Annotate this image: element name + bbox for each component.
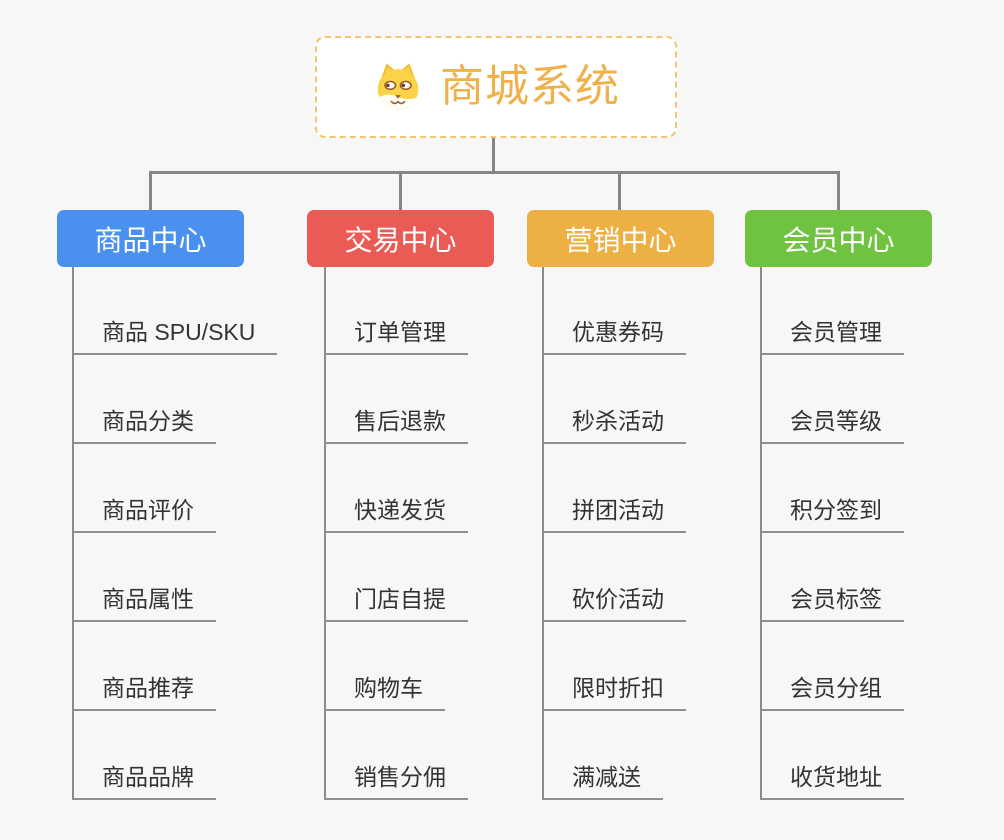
connector-drop [837, 171, 840, 211]
leaf-item[interactable]: 会员分组 [760, 673, 904, 711]
leaf-item[interactable]: 会员管理 [760, 317, 904, 355]
root-title: 商城系统 [440, 62, 620, 111]
leaf-item[interactable]: 销售分佣 [324, 762, 468, 800]
leaf-item[interactable]: 会员标签 [760, 584, 904, 622]
leaf-item[interactable]: 快递发货 [324, 495, 468, 533]
leaf-item[interactable]: 订单管理 [324, 317, 468, 355]
leaf-item[interactable]: 秒杀活动 [542, 406, 686, 444]
leaf-item[interactable]: 购物车 [324, 673, 445, 711]
branch-child-line [72, 267, 74, 800]
leaf-item[interactable]: 满减送 [542, 762, 663, 800]
dog-face-icon [377, 63, 419, 110]
leaf-item[interactable]: 砍价活动 [542, 584, 686, 622]
leaf-item[interactable]: 积分签到 [760, 495, 904, 533]
branch-node-marketing-center[interactable]: 营销中心 [527, 210, 714, 267]
leaf-item[interactable]: 商品属性 [72, 584, 216, 622]
connector-bus [149, 171, 840, 174]
leaf-item[interactable]: 商品品牌 [72, 762, 216, 800]
branch-child-line [324, 267, 326, 800]
leaf-item[interactable]: 优惠券码 [542, 317, 686, 355]
leaf-item[interactable]: 商品评价 [72, 495, 216, 533]
branch-node-trade-center[interactable]: 交易中心 [307, 210, 494, 267]
connector-drop [399, 171, 402, 211]
leaf-item[interactable]: 限时折扣 [542, 673, 686, 711]
branch-node-member-center[interactable]: 会员中心 [745, 210, 932, 267]
leaf-item[interactable]: 商品 SPU/SKU [72, 317, 278, 355]
connector-drop [618, 171, 621, 211]
branch-child-line [542, 267, 544, 800]
leaf-item[interactable]: 拼团活动 [542, 495, 686, 533]
leaf-item[interactable]: 商品分类 [72, 406, 216, 444]
leaf-item[interactable]: 会员等级 [760, 406, 904, 444]
branch-node-product-center[interactable]: 商品中心 [57, 210, 244, 267]
root-node[interactable]: 商城系统 [315, 36, 677, 138]
connector-root-stem [492, 134, 495, 172]
connector-drop [149, 171, 152, 211]
leaf-item[interactable]: 门店自提 [324, 584, 468, 622]
leaf-item[interactable]: 商品推荐 [72, 673, 216, 711]
leaf-item[interactable]: 售后退款 [324, 406, 468, 444]
branch-child-line [760, 267, 762, 800]
leaf-item[interactable]: 收货地址 [760, 762, 904, 800]
